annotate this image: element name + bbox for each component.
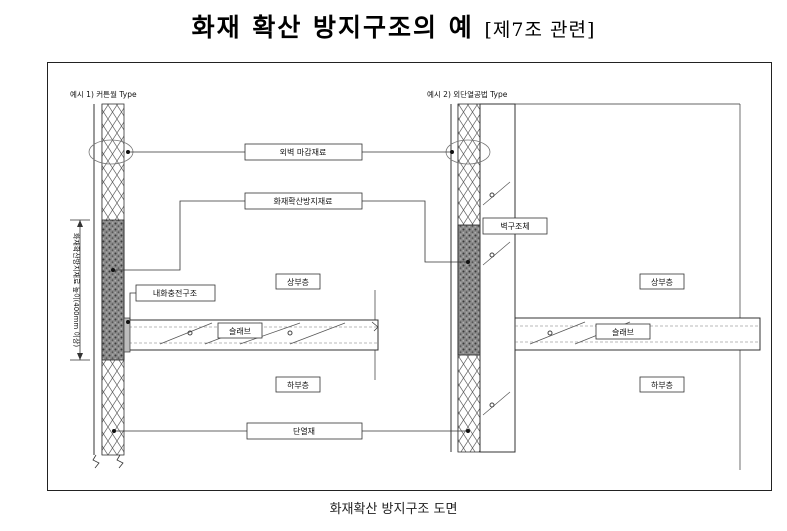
callout-exterior-finish (88, 139, 491, 165)
callout-fire-filler (126, 284, 216, 324)
figure-caption: 화재확산 방지구조 도면 (329, 502, 458, 517)
box-upper-floor-1 (275, 273, 321, 290)
label-upper-floor-1: 상부층 (287, 277, 309, 287)
box-upper-floor-2 (639, 273, 685, 290)
label-insulation: 단열재 (293, 426, 315, 436)
label-slab-2: 슬래브 (612, 327, 634, 337)
label-lower-floor-1: 하부층 (287, 380, 309, 390)
box-slab-2 (595, 323, 651, 340)
title-main: 화재 확산 방지구조의 예 (191, 13, 474, 42)
height-dimension (70, 219, 90, 361)
callout-insulation (112, 422, 470, 440)
callout-wall-structure (482, 217, 548, 235)
callout-fire-stop-material (111, 192, 470, 272)
fire-stop-band-2 (457, 224, 481, 356)
curtain-wall (92, 103, 125, 469)
fire-stop-band-1 (101, 219, 125, 361)
wall-structure (479, 103, 516, 453)
label-fire-filler: 내화충전구조 (153, 288, 197, 298)
label-wall-structure: 벽구조체 (500, 221, 529, 231)
label-upper-floor-2: 상부층 (651, 277, 673, 287)
page-title: 화재 확산 방지구조의 예 [제7조 관련] (0, 8, 787, 44)
floor-slab-2 (514, 104, 761, 470)
label-fire-stop-material: 화재확산방지재료 (274, 196, 333, 206)
example1-label: 예시 1) 커튼월 Type (70, 89, 137, 99)
external-insulation-wall (450, 103, 740, 453)
height-note: 화재확산방지재료 높이(400mm 이상) (72, 233, 81, 347)
fire-filler-1 (123, 317, 131, 353)
diagram-frame (47, 62, 772, 491)
box-lower-floor-2 (639, 376, 685, 393)
example2-label: 예시 2) 외단열공법 Type (427, 89, 508, 99)
box-slab-1 (217, 322, 263, 339)
title-sub: [제7조 관련] (484, 19, 596, 41)
label-lower-floor-2: 하부층 (651, 380, 673, 390)
box-lower-floor-1 (275, 376, 321, 393)
label-exterior-finish: 외벽 마감재료 (280, 147, 327, 157)
label-slab-1: 슬래브 (229, 326, 251, 336)
